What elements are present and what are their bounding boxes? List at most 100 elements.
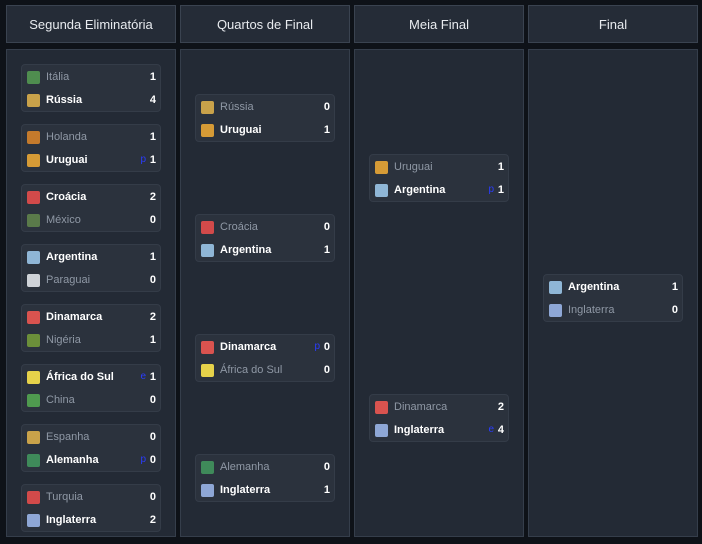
team-score: 0 <box>149 454 156 466</box>
team-name: África do Sul <box>46 371 114 383</box>
team-crest-icon <box>375 184 388 197</box>
team-score: 0 <box>149 214 156 226</box>
team-score: 0 <box>323 341 330 353</box>
team-score: 4 <box>497 424 504 436</box>
team-score: 2 <box>497 401 504 413</box>
team-crest-icon <box>201 124 214 137</box>
team-score: 0 <box>149 431 156 443</box>
result-tag: p <box>488 184 494 195</box>
team-name: Inglaterra <box>46 514 97 526</box>
team-crest-icon <box>27 394 40 407</box>
team-name: Espanha <box>46 431 90 443</box>
team-score: 1 <box>497 184 504 196</box>
result-tag: e <box>488 424 494 435</box>
team-name: Dinamarca <box>46 311 103 323</box>
team-score: 0 <box>323 221 330 233</box>
team-name: Paraguai <box>46 274 91 286</box>
team-crest-icon <box>375 401 388 414</box>
team-score: 1 <box>149 371 156 383</box>
team-crest-icon <box>201 244 214 257</box>
round-header: Final <box>528 5 698 43</box>
team-crest-icon <box>201 461 214 474</box>
result-tag: p <box>314 341 320 352</box>
team-score: 0 <box>323 101 330 113</box>
team-name: China <box>46 394 75 406</box>
team-score: 2 <box>149 191 156 203</box>
team-crest-icon <box>27 131 40 144</box>
team-crest-icon <box>27 154 40 167</box>
result-tag: e <box>140 371 146 382</box>
team-score: 1 <box>149 251 156 263</box>
team-name: Alemanha <box>220 461 270 473</box>
team-name: Nigéria <box>46 334 81 346</box>
team-crest-icon <box>549 304 562 317</box>
team-score: 1 <box>149 154 156 166</box>
team-crest-icon <box>27 371 40 384</box>
team-name: Argentina <box>46 251 98 263</box>
team-row[interactable]: Espanha 0 <box>22 426 160 449</box>
team-name: México <box>46 214 81 226</box>
team-name: Uruguai <box>394 161 433 173</box>
team-row[interactable]: Dinamarca 2 <box>22 306 160 329</box>
team-score: 1 <box>149 334 156 346</box>
team-name: Itália <box>46 71 70 83</box>
team-crest-icon <box>201 101 214 114</box>
team-crest-icon <box>375 161 388 174</box>
team-row[interactable]: Itália 1 <box>22 66 160 89</box>
team-row[interactable]: México 0 <box>22 209 160 232</box>
team-crest-icon <box>27 251 40 264</box>
team-row[interactable]: Argentina 1 <box>22 246 160 269</box>
round-header: Segunda Eliminatória <box>6 5 176 43</box>
team-score: 1 <box>149 71 156 83</box>
team-name: África do Sul <box>220 364 283 376</box>
team-row[interactable]: Nigéria 1 <box>22 329 160 352</box>
team-score: 2 <box>149 311 156 323</box>
